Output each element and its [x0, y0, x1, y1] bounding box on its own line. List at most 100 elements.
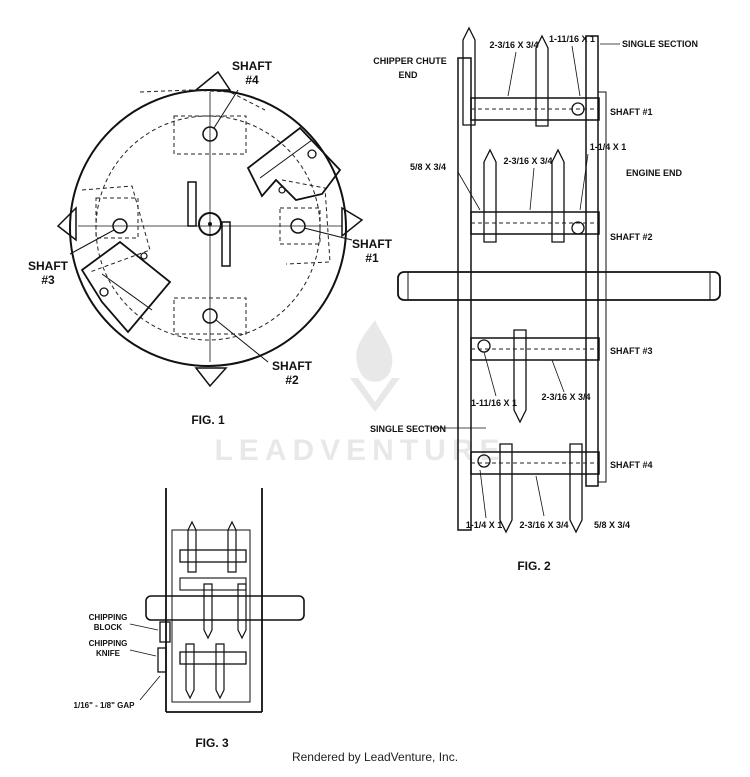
knife-upper-right-bolt2: [278, 186, 286, 194]
leader-block: [129, 623, 159, 631]
side-plate-left: [457, 57, 472, 531]
housing-inner: [171, 529, 251, 703]
disc-tab-left: [56, 206, 77, 242]
fig2-shaft-assembly: CHIPPER CHUTE END ENGINE END SINGLE SECT…: [370, 26, 721, 573]
watermark: LEADVENTURE: [214, 320, 500, 467]
fig3-upper-shaft: [179, 549, 247, 563]
dim-s2-a: 5/8 X 3/4: [410, 162, 446, 172]
sector-top: [139, 89, 266, 111]
leader-knife: [129, 649, 157, 657]
footer-credit: Rendered by LeadVenture, Inc.: [291, 750, 459, 764]
shaft2-blade-1: [483, 148, 497, 243]
v-logo-icon: [350, 378, 400, 412]
label-shaft1-num: #1: [365, 251, 379, 265]
block-right: [279, 207, 321, 245]
shaft4-blade-1: [499, 443, 513, 534]
shaft4-blade-2: [569, 443, 583, 534]
leader-s3-b: [551, 359, 565, 393]
leader-shaft3: [69, 229, 115, 255]
sector-right: [281, 179, 331, 265]
label-chute-end-2: END: [398, 70, 418, 80]
fig3-mid-shaft: [179, 577, 247, 591]
dim-s4-c: 5/8 X 3/4: [594, 520, 630, 530]
fig3-blade-5: [185, 643, 195, 700]
label-fig2-shaft4: SHAFT #4: [610, 460, 653, 470]
leader-s2-c: [579, 153, 589, 211]
leader-shaft4: [213, 89, 239, 129]
label-shaft2: SHAFT: [272, 359, 313, 373]
main-shaft: [397, 271, 721, 301]
center-blade-right: [221, 221, 231, 267]
fig3-blade-2: [227, 520, 237, 573]
label-shaft3-num: #3: [41, 273, 55, 287]
leader-s2-b: [529, 167, 535, 211]
knife-upper-right: [246, 126, 342, 201]
leader-gap: [139, 675, 161, 701]
fig3-caption: FIG. 3: [195, 736, 229, 750]
label-chute-end: CHIPPER CHUTE: [373, 56, 447, 66]
shaft3-bolt: [477, 339, 491, 353]
label-shaft3: SHAFT: [28, 259, 69, 273]
dim-s3-b: 2-3/16 X 3/4: [541, 392, 590, 402]
leader-s4-a: [479, 469, 487, 519]
leader-top-right: [571, 45, 581, 97]
block-bottom: [173, 297, 247, 335]
shaft1-blade-2: [535, 34, 549, 127]
label-chipping-block-2: BLOCK: [94, 623, 123, 632]
center-hub-dot: [208, 222, 212, 226]
label-fig2-shaft3: SHAFT #3: [610, 346, 653, 356]
knife-lower-left-edge: [101, 273, 153, 311]
sector-left: [81, 185, 151, 273]
disc-tab-bottom: [194, 367, 228, 388]
side-plate-right-lower: [597, 91, 607, 483]
disc-tab-top: [193, 70, 232, 91]
shaft1-bolt: [571, 102, 585, 116]
fig3-lower-shaft: [179, 651, 247, 665]
fig3-blade-6: [215, 643, 225, 700]
leader-s2-a: [457, 171, 481, 211]
block-left: [95, 197, 139, 239]
shaft3-hub: [112, 218, 128, 234]
label-single-section-mid: SINGLE SECTION: [370, 424, 446, 434]
knife-lower-left-bolt: [99, 287, 109, 297]
disc-inner-dashed: [95, 115, 321, 341]
knife-lower-left-bolt2: [140, 252, 148, 260]
shaft1-blade-1: [462, 26, 476, 126]
shaft3-blade-1: [513, 329, 527, 424]
shaft1-hub: [290, 218, 306, 234]
dim-top-right: 1-11/16 X 1: [549, 34, 595, 44]
center-hub: [198, 212, 222, 236]
leader-shaft2: [215, 319, 269, 363]
label-shaft4-num: #4: [245, 73, 259, 87]
fig1-rotor-disc: SHAFT #4 SHAFT #1 SHAFT #3 SHAFT #2 FIG.…: [28, 59, 393, 427]
fig3-main-shaft: [145, 595, 305, 621]
shaft4-hub: [202, 126, 218, 142]
shaft4-bolt: [477, 454, 491, 468]
label-gap: 1/16" - 1/8" GAP: [74, 701, 136, 710]
label-single-section-top: SINGLE SECTION: [622, 39, 698, 49]
fig1-caption: FIG. 1: [191, 413, 225, 427]
dim-s4-a: 1-1/4 X 1: [466, 520, 503, 530]
fig2-caption: FIG. 2: [517, 559, 551, 573]
flame-logo-icon: [356, 320, 393, 382]
chipping-knife: [157, 647, 167, 673]
block-top: [173, 115, 247, 155]
dim-s4-b: 2-3/16 X 3/4: [519, 520, 568, 530]
center-blade-left: [187, 181, 197, 227]
fig3-blade-4: [237, 583, 247, 640]
leader-s4-b: [535, 475, 545, 517]
fig3-blade-3: [203, 583, 213, 640]
label-engine-end: ENGINE END: [626, 168, 683, 178]
label-shaft1: SHAFT: [352, 237, 393, 251]
dim-s2-b: 2-3/16 X 3/4: [503, 156, 552, 166]
knife-lower-left: [80, 240, 172, 334]
leader-s3-a: [483, 351, 497, 397]
disc-tab-right: [341, 206, 364, 238]
fig3-blade-1: [187, 520, 197, 573]
shaft2-blade-2: [551, 148, 565, 243]
label-chipping-block: CHIPPING: [89, 613, 128, 622]
fig3-knife-gap: CHIPPING BLOCK CHIPPING KNIFE 1/16" - 1/…: [74, 488, 305, 750]
label-chipping-knife: CHIPPING: [89, 639, 128, 648]
shaft2-hub: [202, 308, 218, 324]
